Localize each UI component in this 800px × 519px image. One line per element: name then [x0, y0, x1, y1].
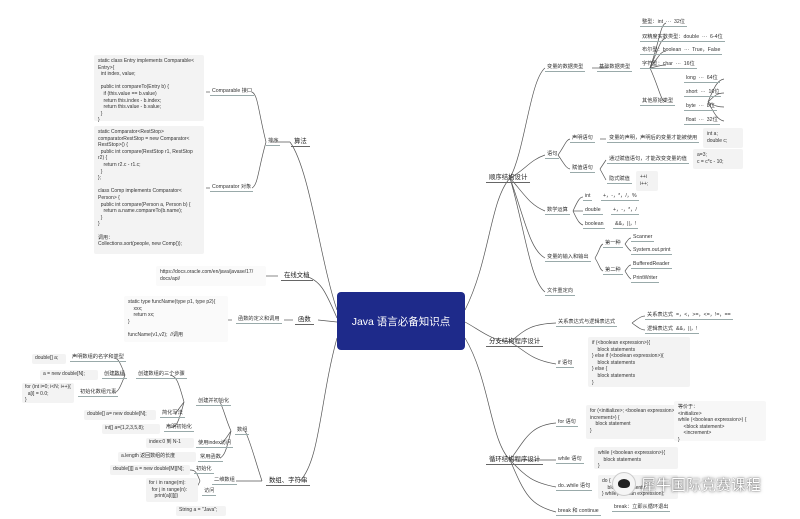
- node-array-length[interactable]: 常用函数: [198, 454, 223, 462]
- node-dowhile-stmt[interactable]: do..while 语句: [556, 483, 593, 491]
- node-char[interactable]: 字符型：char ··· 16位: [640, 61, 697, 69]
- node-implicit-assign[interactable]: 隐式赋值: [607, 176, 632, 184]
- central-topic[interactable]: Java 语言必备知识点: [337, 292, 465, 350]
- node-rel-expr[interactable]: 关系表达式: [645, 312, 675, 320]
- node-assign-stmt[interactable]: 赋值语句: [570, 165, 595, 173]
- node-io[interactable]: 变量的输入和输出: [545, 254, 591, 262]
- node-scanner[interactable]: Scanner: [631, 234, 655, 242]
- code-declare-example: int a; double c;: [703, 128, 743, 148]
- node-array-create[interactable]: 创建数组: [102, 371, 127, 379]
- node-system-out-print[interactable]: System.out.print: [631, 247, 673, 255]
- node-comparable-interface[interactable]: Comparable 接口: [210, 88, 255, 96]
- node-other-primitives[interactable]: 其他原始类型: [640, 98, 676, 106]
- code-for-statement: for (<initialize>; <boolean expression>;…: [586, 405, 686, 439]
- node-break-desc[interactable]: break：立即从循环退出: [612, 504, 671, 512]
- node-while-stmt[interactable]: while 语句: [556, 456, 584, 464]
- node-break-continue[interactable]: break 和 continue: [556, 508, 601, 516]
- node-comparator-object[interactable]: Comparator 对象: [210, 184, 254, 192]
- watermark: 犀牛国际竞赛课程: [612, 471, 794, 497]
- topic-loop[interactable]: 循环结构程序设计: [486, 456, 544, 465]
- node-2d-init[interactable]: 初始化: [194, 466, 214, 474]
- node-statements[interactable]: 语句: [545, 151, 560, 159]
- node-if-stmt[interactable]: if 语句: [556, 360, 575, 368]
- code-array-create: a = new double[N];: [40, 370, 98, 380]
- code-array-length: a.length 返回数组的长度: [118, 452, 196, 462]
- code-array-declare: double[] a;: [32, 354, 66, 364]
- node-op-int-values[interactable]: +，-，*，/，%: [601, 193, 639, 201]
- topic-functions[interactable]: 函数: [295, 316, 314, 325]
- node-logic-ops[interactable]: &&，||，!: [674, 326, 700, 334]
- node-byte[interactable]: byte ··· 8位: [684, 103, 717, 111]
- node-math-ops[interactable]: 数学运算: [545, 207, 570, 215]
- topic-branch[interactable]: 分支结构程序设计: [486, 338, 544, 347]
- code-array-literal: int[] a={1,2,3,5,8};: [102, 424, 160, 434]
- node-primitive[interactable]: 基础数据类型: [597, 64, 633, 72]
- node-io-first[interactable]: 第一种: [603, 240, 623, 248]
- node-array[interactable]: 数组: [235, 427, 250, 435]
- node-logic-expr[interactable]: 逻辑表达式: [645, 326, 675, 334]
- node-file-redirect[interactable]: 文件重定向: [545, 288, 575, 296]
- node-short[interactable]: short ··· 16位: [684, 89, 722, 97]
- node-int[interactable]: 整型：int ··· 32位: [640, 19, 687, 27]
- central-topic-label: Java 语言必备知识点: [351, 315, 451, 328]
- node-boolean[interactable]: 布尔型：boolean ··· True，False: [640, 47, 723, 55]
- node-float[interactable]: float ··· 32位: [684, 117, 720, 125]
- code-if-statement: if (<boolean expression>){ block stateme…: [588, 337, 690, 387]
- code-2d-init: double[][] a = new double[M][N];: [110, 465, 190, 475]
- node-rel-ops[interactable]: =，<，>=，<=，!=，==: [674, 312, 733, 320]
- node-op-double[interactable]: double: [583, 207, 603, 215]
- node-op-boolean-values[interactable]: &&，||，!: [613, 221, 639, 229]
- node-array-init[interactable]: 初始化数组元素: [78, 389, 119, 397]
- node-array-declare[interactable]: 声明数组的名字和类型: [70, 354, 126, 362]
- node-declare-desc[interactable]: 变量的声明，声明后的变量才能被使用: [607, 135, 700, 143]
- node-declare-stmt[interactable]: 声明语句: [570, 135, 595, 143]
- node-op-double-values[interactable]: +，-，*，/: [611, 207, 639, 215]
- code-assign-example: a=3; c = c*c - 10;: [693, 149, 743, 169]
- code-for-equivalent: 等价于： <initialize> while (<boolean expres…: [674, 401, 766, 443]
- node-array-simplify[interactable]: 简化写法: [160, 410, 185, 418]
- link-java-docs[interactable]: https://docs.oracle.com/en/java/javase/1…: [156, 266, 266, 286]
- node-array-literal[interactable]: 声明初始化: [164, 424, 194, 432]
- node-var-types[interactable]: 变量的数据类型: [545, 64, 586, 72]
- node-double[interactable]: 双精度实数类型：double ··· 6-4位: [640, 34, 725, 42]
- watermark-text: 犀牛国际竞赛课程: [641, 476, 762, 494]
- topic-sequential[interactable]: 顺序结构设计: [486, 174, 531, 183]
- node-create-init[interactable]: 创建并初始化: [196, 398, 232, 406]
- code-2d-visit: for i in range(m): for j in range(n): pr…: [146, 478, 198, 502]
- node-print-writer[interactable]: PrintWriter: [631, 275, 660, 283]
- node-three-steps[interactable]: 创建数组的三个步骤: [136, 371, 187, 379]
- code-comparator: static Comparator<RestStop> comparatorRe…: [94, 126, 204, 254]
- code-array-simplify: double[] a= new double[N];: [84, 410, 156, 420]
- node-sort[interactable]: 排序: [266, 138, 281, 146]
- code-comparable: static class Entry implements Comparable…: [94, 55, 204, 123]
- code-implicit-example: ++i i++;: [636, 171, 658, 191]
- node-2d-visit[interactable]: 访问: [202, 488, 217, 496]
- topic-arrays-strings[interactable]: 数组、字符串: [266, 477, 311, 486]
- node-assign-desc[interactable]: 通过赋值语句，才能改变变量的值: [607, 156, 689, 164]
- code-array-index: index:0 到 N-1: [146, 438, 194, 448]
- code-array-init: for (int i=0; i<N; i++){ a[i] = 0.0; }: [22, 383, 74, 403]
- node-func-def-call[interactable]: 函数的定义和调用: [236, 316, 282, 324]
- node-array-index[interactable]: 使用index访问: [196, 440, 234, 448]
- node-buffered-reader[interactable]: BufferedReader: [631, 261, 672, 269]
- node-2d-array[interactable]: 二维数组: [212, 477, 237, 485]
- node-io-second[interactable]: 第二种: [603, 267, 623, 275]
- node-for-stmt[interactable]: for 语句: [556, 419, 578, 427]
- code-function: static type funcName(type p1, type p2){ …: [124, 296, 228, 342]
- rhino-logo-icon: [612, 472, 636, 496]
- topic-algorithm[interactable]: 算法: [291, 138, 310, 147]
- topic-online-docs[interactable]: 在线文档: [281, 272, 313, 281]
- code-while-statement: while (<boolean expression>){ block stat…: [594, 447, 678, 469]
- node-op-boolean[interactable]: boolean: [583, 221, 606, 229]
- node-long[interactable]: long ··· 64位: [684, 75, 720, 83]
- node-rel-logic-expr[interactable]: 关系表达式与逻辑表达式: [556, 319, 618, 327]
- node-op-int[interactable]: int: [583, 193, 593, 201]
- code-string: String a = "Java";: [176, 506, 226, 516]
